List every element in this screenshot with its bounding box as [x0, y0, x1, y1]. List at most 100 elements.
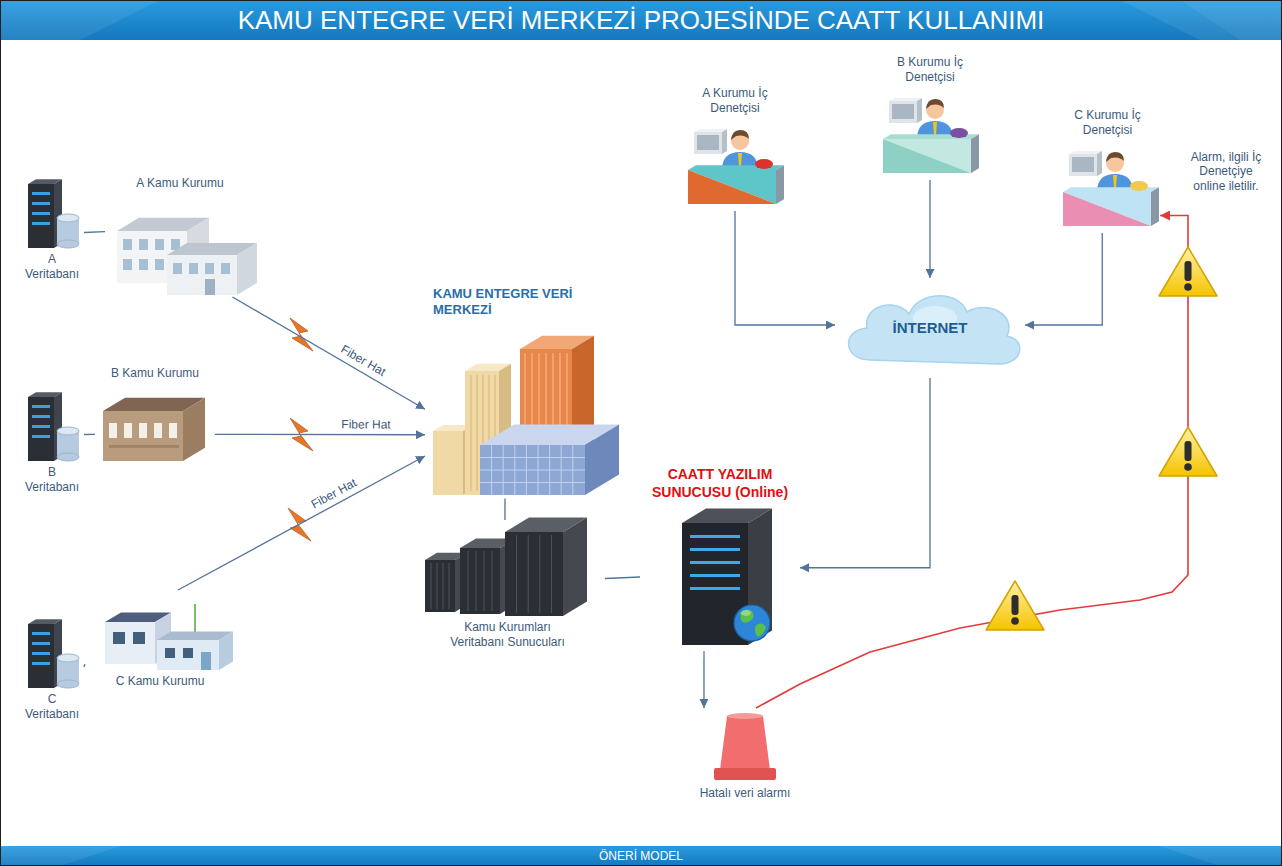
icon [875, 85, 985, 180]
box-side [917, 98, 922, 123]
phone [950, 128, 968, 138]
warning-mark [1184, 283, 1192, 291]
cloud-shape [849, 296, 1020, 364]
window [165, 648, 175, 658]
node-label: Kamu Kurumları Veritabanı Sunucuları [440, 620, 575, 650]
connector [215, 434, 425, 436]
node-label: A Kurumu İç Denetçisi [695, 86, 775, 116]
server-light [32, 415, 50, 418]
box-side [585, 424, 619, 494]
window [139, 239, 148, 250]
box-front [480, 445, 585, 495]
auditor-desk: B Kurumu İç Denetçisi [875, 55, 985, 180]
grid-line [480, 457, 585, 458]
box-side [1097, 151, 1102, 176]
globe-shine [741, 610, 751, 616]
lightning-bolt [290, 318, 313, 351]
box-front [505, 532, 563, 616]
phone-base [757, 163, 771, 168]
server-light [32, 222, 50, 225]
window [124, 423, 132, 438]
icon [85, 590, 235, 674]
warning-triangle [1159, 427, 1217, 476]
connector [84, 231, 105, 233]
warning-mark [1012, 595, 1019, 615]
disk-end [57, 453, 79, 461]
node-label: Hatalı veri alarmı [690, 786, 800, 801]
server-light [32, 192, 50, 195]
edge-label: Fiber Hat [336, 342, 389, 380]
institution-building: A Kamu Kurumu [105, 176, 255, 297]
desk-front [883, 139, 971, 173]
bar-decoration [1120, 0, 1282, 40]
person-hair [926, 99, 944, 109]
node-label: B Kamu Kurumu [95, 366, 215, 381]
warning-triangle [986, 581, 1044, 630]
disk-end [57, 680, 79, 688]
icon [680, 116, 790, 211]
edge-label: Fiber Hat [307, 476, 360, 513]
box-front [103, 411, 183, 461]
rack-stripe [528, 535, 529, 613]
disk-top [57, 654, 79, 662]
connector [233, 297, 426, 409]
node-label: B Kurumu İç Denetçisi [890, 55, 970, 85]
server-light [32, 202, 50, 205]
connector [929, 180, 930, 278]
beacon-body [720, 716, 770, 770]
window [155, 259, 164, 270]
institution-building: B Kamu Kurumu [95, 366, 215, 465]
caption-bar [0, 846, 1282, 866]
grid-line [480, 482, 585, 483]
rack-stripe [476, 551, 477, 611]
connector [1025, 233, 1102, 325]
desk-front [883, 139, 971, 173]
institution-building: C Kamu Kurumu [85, 590, 235, 689]
rack-stripe [443, 563, 444, 609]
server-light [690, 548, 740, 551]
rack-stripe [516, 535, 517, 613]
box-front [1069, 154, 1097, 176]
database-server: B Veritabanı [20, 385, 84, 495]
bar-decoration [1180, 0, 1282, 40]
server-light [32, 662, 50, 665]
facade-line [477, 375, 478, 491]
box-side [722, 129, 727, 154]
connector [703, 651, 704, 708]
beacon-base [714, 768, 776, 780]
server-light [32, 435, 50, 438]
screen [697, 135, 719, 150]
node-label: A Veritabanı [20, 252, 84, 282]
icon [20, 385, 84, 465]
window [154, 423, 162, 438]
box-top [1069, 151, 1102, 154]
bar-decoration [0, 0, 160, 40]
rack-stripe [468, 551, 469, 611]
box-front [28, 184, 54, 248]
node-label: C Veritabanı [20, 692, 84, 722]
window [109, 423, 117, 438]
window [173, 263, 182, 274]
box-top [694, 129, 727, 132]
box-side [971, 134, 979, 173]
box-front [460, 548, 500, 614]
box-front [157, 640, 219, 670]
facade-line [471, 375, 472, 491]
edge-label: Fiber Hat [340, 418, 393, 431]
desk-front [688, 170, 776, 204]
rack-stripe [437, 563, 438, 609]
title-bar [0, 0, 1282, 40]
window [183, 648, 193, 658]
icon [425, 319, 625, 499]
data-center: KAMU ENTEGRE VERİ MERKEZİ [425, 286, 625, 499]
window [139, 423, 147, 438]
icon [105, 191, 255, 297]
node-label: C Kurumu İç Denetçisi [1068, 108, 1148, 138]
box-side [183, 398, 205, 461]
connector [800, 378, 930, 568]
icon [640, 501, 800, 651]
warning-mark [1184, 463, 1192, 471]
caption: ÖNERİ MODEL [0, 846, 1282, 866]
server-light [32, 405, 50, 408]
